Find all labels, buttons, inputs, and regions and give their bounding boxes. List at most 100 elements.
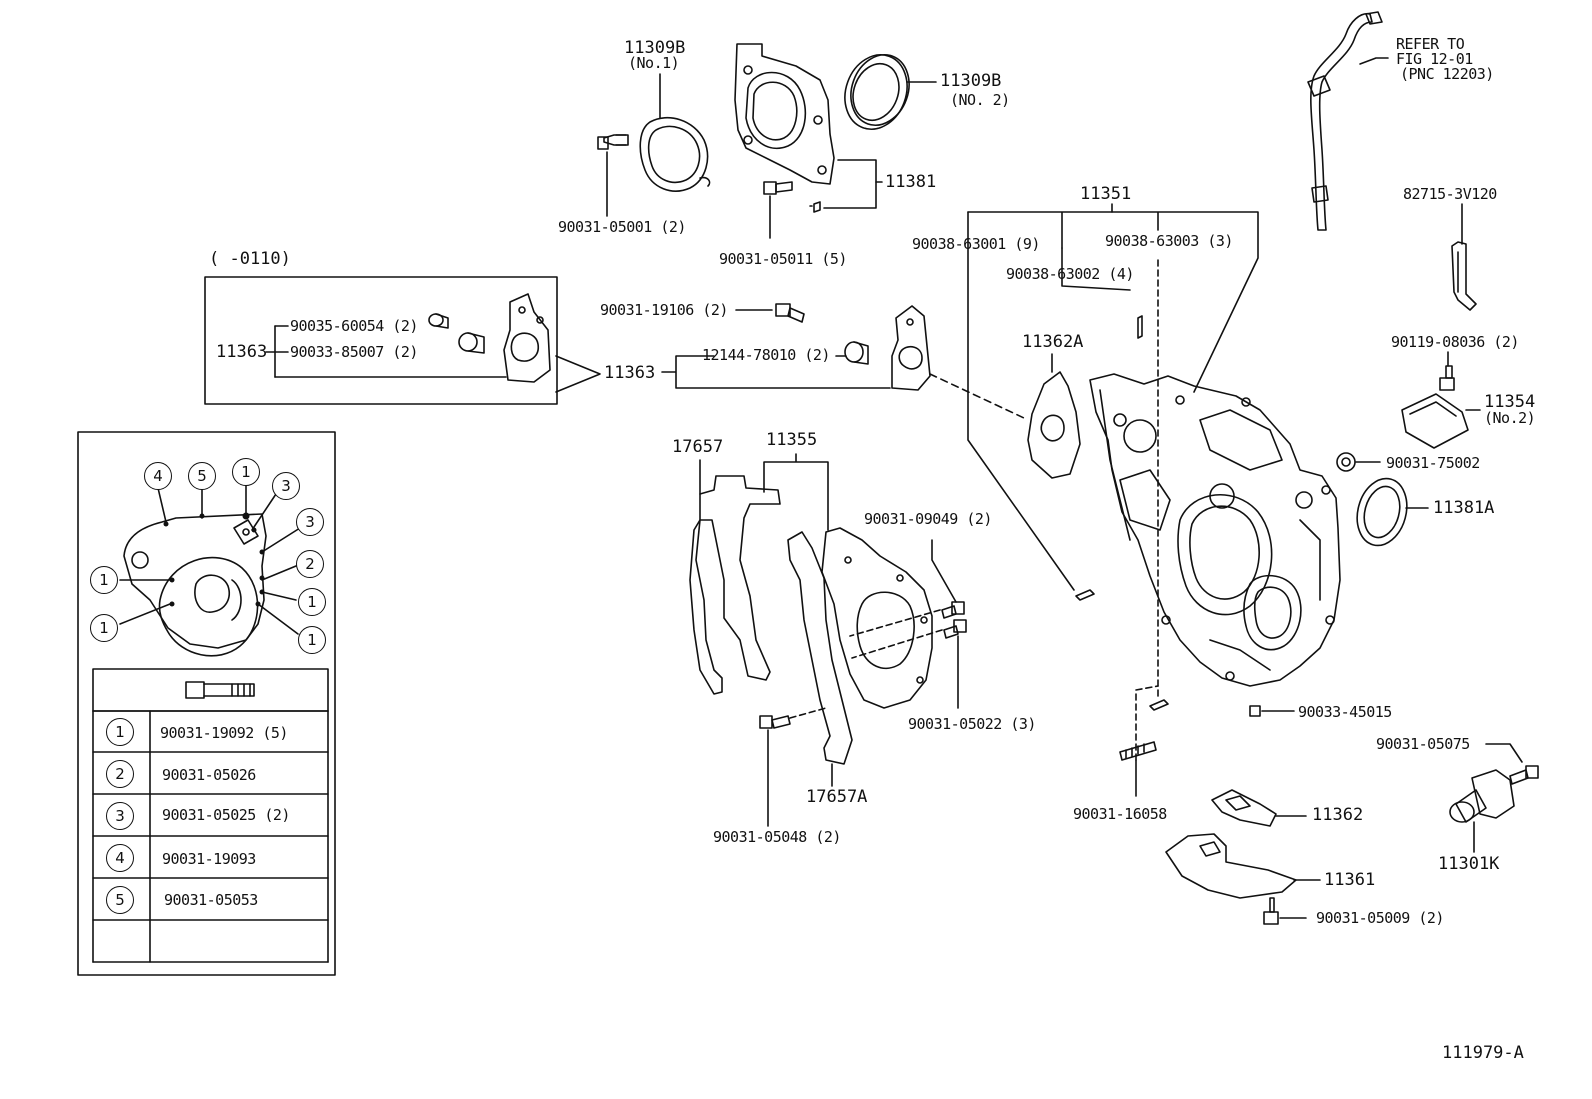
pin-90035-60054 [428, 313, 449, 329]
dashed-leader [789, 707, 827, 719]
oil-seal-no1 [639, 116, 711, 192]
label-11309B-no1-sub: (No.1) [628, 54, 680, 72]
label-90035-60054: 90035-60054 (2) [290, 317, 418, 335]
bushing-90033-85007 [458, 332, 485, 354]
bolt-90031-05011 [763, 181, 793, 195]
label-17657: 17657 [672, 437, 724, 457]
table-row-part: 90031-19092 (5) [160, 724, 288, 742]
label-90031-05048: 90031-05048 (2) [713, 828, 841, 846]
label-90031-75002: 90031-75002 [1386, 454, 1480, 472]
inset-callout: 1 [298, 588, 326, 616]
bolt-90031-09049 [941, 601, 967, 639]
label-11363-left: 11363 [216, 342, 268, 362]
inset-callout: 1 [90, 566, 118, 594]
table-row-num: 5 [106, 886, 134, 914]
label-90038-63002: 90038-63002 (4) [1006, 265, 1134, 283]
leader-11351 [967, 211, 1259, 393]
table-row-part: 90031-05025 (2) [162, 806, 290, 824]
bolt-90031-05009 [1263, 897, 1279, 925]
retainer-11381 [734, 43, 835, 185]
bracket-11363-old [503, 293, 551, 383]
label-90031-19106: 90031-19106 (2) [600, 301, 728, 319]
oil-seal-no2 [844, 54, 910, 130]
inset-callout: 1 [232, 458, 260, 486]
leader [1359, 57, 1389, 65]
plug-90033-45015 [1249, 705, 1261, 717]
inset-callout: 1 [90, 614, 118, 642]
label-11351: 11351 [1080, 184, 1132, 204]
dashed-leader [1135, 685, 1159, 761]
pin-small [809, 201, 821, 213]
label-11309B-no1: 11309B [624, 38, 686, 58]
stud-small [1137, 315, 1143, 339]
label-11381: 11381 [885, 172, 937, 192]
bracket-11363 [891, 305, 931, 391]
housing-11351 [1089, 373, 1341, 687]
leader [1061, 247, 1131, 291]
inset-table-bolt-icon [185, 681, 255, 699]
table-row-num: 1 [106, 718, 134, 746]
label-refer-to: REFER TO [1396, 35, 1465, 53]
inset-callout: 3 [296, 508, 324, 536]
gasket-17657 [689, 475, 781, 695]
inset-bolt-dots [163, 512, 265, 607]
label-refer-pnc: (PNC 12203) [1400, 65, 1494, 83]
sensor-11301K [1449, 769, 1515, 823]
table-row-num: 3 [106, 802, 134, 830]
label-11362: 11362 [1312, 805, 1364, 825]
label-range-note: ( -0110) [209, 249, 291, 269]
label-82715-3V120: 82715-3V120 [1403, 185, 1497, 203]
leader-11381 [823, 159, 877, 209]
label-90038-63001: 90038-63001 (9) [912, 235, 1040, 253]
table-row-part: 90031-19093 [162, 850, 256, 868]
inset-callout: 4 [144, 462, 172, 490]
label-11301K: 11301K [1438, 854, 1500, 874]
bolt-90031-19106 [775, 303, 805, 323]
dashed-leader [849, 609, 943, 659]
cover-11354 [1401, 393, 1469, 449]
inset-cover-drawing [123, 513, 267, 657]
label-11309B-no2: 11309B [940, 71, 1002, 91]
label-90031-09049: 90031-09049 (2) [864, 510, 992, 528]
label-90033-45015: 90033-45015 [1298, 703, 1392, 721]
leader [1485, 743, 1523, 763]
bolt-90031-05001 [597, 134, 629, 150]
table-row-num: 2 [106, 760, 134, 788]
dashed-leader [929, 373, 1025, 419]
label-17657A: 17657A [806, 787, 868, 807]
inset-callout: 1 [298, 626, 326, 654]
stud-small [1075, 589, 1095, 601]
plate-11362A [1027, 371, 1081, 479]
inset-callout: 2 [296, 550, 324, 578]
table-row-part: 90031-05053 [164, 891, 258, 909]
label-90033-85007: 90033-85007 (2) [290, 343, 418, 361]
table-row-part: 90031-05026 [162, 766, 256, 784]
inset-table-grid [92, 668, 329, 963]
label-90119-08036: 90119-08036 (2) [1391, 333, 1519, 351]
label-90031-05011: 90031-05011 (5) [719, 250, 847, 268]
inset-callout: 5 [188, 462, 216, 490]
clip-82715 [1451, 241, 1477, 311]
label-90031-05075: 90031-05075 [1376, 735, 1470, 753]
table-row-num: 4 [106, 844, 134, 872]
baffle-11361 [1165, 833, 1297, 899]
leader [931, 539, 957, 603]
leader [661, 355, 891, 389]
label-90031-05009: 90031-05009 (2) [1316, 909, 1444, 927]
stud-90031-16058 [1119, 741, 1157, 761]
stud-small [1149, 699, 1169, 711]
label-refer-fig: FIG 12-01 [1396, 50, 1473, 68]
label-90031-05022: 90031-05022 (3) [908, 715, 1036, 733]
oil-seal-11381A [1356, 477, 1408, 547]
gasket-11355 [787, 527, 933, 765]
label-90031-16058: 90031-16058 [1073, 805, 1167, 823]
label-90031-05001: 90031-05001 (2) [558, 218, 686, 236]
bolt-location-inset [77, 431, 336, 976]
inset-callout-leaders [119, 483, 301, 635]
label-90038-63003: 90038-63003 (3) [1105, 232, 1233, 250]
inset-callout: 3 [272, 472, 300, 500]
bolt-90119-08036 [1439, 365, 1455, 391]
label-11381A: 11381A [1433, 498, 1495, 518]
